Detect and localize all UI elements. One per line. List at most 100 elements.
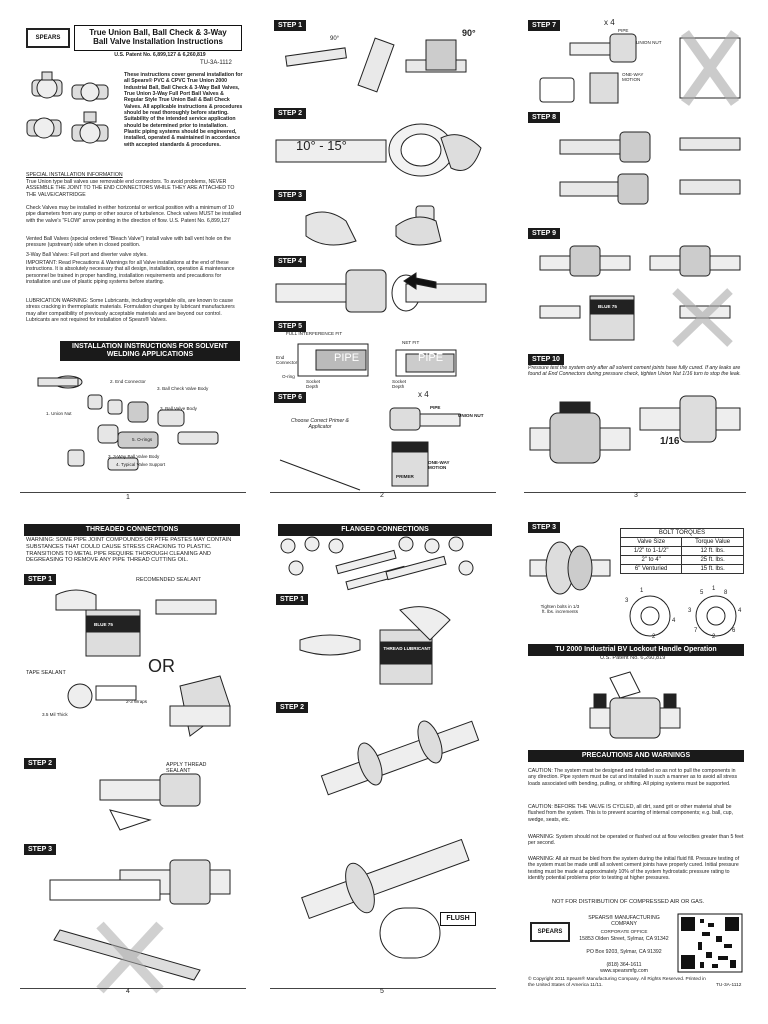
page-number-5: 5 [380, 988, 384, 995]
p2-pipe-a: PIPE [334, 352, 360, 364]
footer-code: TU-3A-1112 [716, 983, 742, 988]
p4-apply-sealant: APPLY THREAD SEALANT [166, 762, 207, 774]
p2-end-connector-label: End Connector [276, 355, 298, 365]
p2-step1: STEP 1 [274, 20, 306, 31]
special-heading: SPECIAL INSTALLATION INFORMATION [26, 172, 123, 178]
p4-mil-thick: 3.5 Mil Thick [42, 712, 68, 717]
lockout-bar: TU 2000 Industrial BV Lockout Handle Ope… [528, 644, 744, 657]
p2-net-fit: NET FIT [402, 340, 420, 345]
not-for-air: NOT FOR DISTRIBUTION OF COMPRESSED AIR O… [552, 899, 705, 905]
page-number-2: 2 [380, 492, 384, 499]
p3-step10: STEP 10 [528, 354, 564, 365]
p2-socket-depth-b: Socket Depth [392, 379, 407, 389]
bolt-pattern-8 [695, 595, 737, 637]
address-2: PO Box 9203, Sylmar, CA 91392 [586, 949, 662, 955]
p2-full-fit: FULL INTERFERENCE FIT [286, 331, 343, 336]
p4-blue75-can: BLUE 75 [94, 622, 113, 627]
footer-logo: SPEARS [530, 922, 570, 942]
special-p6: LUBRICATION WARNING: Some Lubricants, in… [26, 298, 235, 324]
p4-tape-sealant: TAPE SEALANT [26, 670, 66, 676]
p4-step2: STEP 2 [24, 758, 56, 769]
copyright: © Copyright 2011 Spears® Manufacturing C… [528, 977, 706, 988]
page-number-1: 1 [126, 494, 130, 501]
bolt-head-size: Valve Size [619, 537, 683, 547]
patent-number: U.S. Patent No. 6,899,127 & 6,260,819 [114, 52, 206, 58]
p3-step10-illustration [529, 395, 741, 464]
p2-step5-fit-diagram [297, 343, 457, 377]
p5-step1-illustration [299, 606, 451, 685]
p3-x4: x 4 [604, 18, 615, 27]
p5-hardware-illustration [280, 536, 474, 591]
p5-thread-lubricant: THREAD LUBRICANT [383, 646, 431, 651]
p2-step6: STEP 6 [274, 392, 306, 403]
website: www.spearsmfg.com [600, 968, 648, 974]
p3-step7-illustration [539, 30, 741, 106]
exploded-valve-diagram [37, 375, 219, 471]
p2-step1-illustration [285, 37, 467, 93]
p3-step8-illustration [559, 131, 741, 205]
title-line-2: Ball Valve Installation Instructions [93, 37, 223, 46]
p4-step2-illustration [99, 773, 201, 831]
p4-or: OR [148, 656, 175, 676]
table-row: 2" to 4" 25 ft. lbs. [619, 555, 744, 565]
p3-step9-illustration [539, 245, 741, 347]
bolt-size: 6" Venturied [619, 564, 683, 574]
lockout-patent: U.S. Patent No. 6,260,819 [600, 655, 666, 661]
bolt-b-3: 3 [688, 608, 692, 614]
p4-wraps: 2-3 Wraps [126, 699, 148, 704]
footer-brand-text: SPEARS [537, 929, 563, 935]
page1-divider [20, 492, 246, 493]
address-1: 15853 Olden Street, Sylmar, CA 91342 [579, 936, 669, 942]
bolt-a-3: 3 [625, 598, 629, 604]
p2-bevel-angle: 10° - 15° [296, 138, 347, 153]
bolt-head-torque: Torque Value [681, 537, 744, 547]
p2-step3: STEP 3 [274, 190, 306, 201]
bolt-torque: 15 ft. lbs. [681, 564, 744, 574]
p2-socket-depth-a: Socket Depth [306, 379, 321, 389]
p2-choose-primer: Choose Correct Primer & Applicator [291, 418, 349, 431]
p2-step5: STEP 5 [274, 321, 306, 332]
spears-logo: SPEARS [26, 28, 70, 48]
warning-1: WARNING: System should not be operated o… [528, 834, 744, 847]
brand-text: SPEARS [35, 35, 61, 41]
page-number-4: 4 [126, 988, 130, 995]
bolt-table-title: BOLT TORQUES [620, 528, 744, 538]
p4-warning: WARNING: SOME PIPE JOINT COMPOUNDS OR PT… [26, 537, 232, 564]
title-banner: True Union Ball, Ball Check & 3-Way Ball… [74, 25, 242, 51]
p6-flange-illustration [529, 541, 611, 595]
doc-code: TU-3A-1112 [200, 60, 232, 66]
flanged-bar: FLANGED CONNECTIONS [278, 524, 492, 537]
page-number-3: 3 [634, 492, 638, 499]
solvent-bar: INSTALLATION INSTRUCTIONS FOR SOLVENT WE… [60, 341, 240, 362]
title-line-1: True Union Ball, Ball Check & 3-Way [89, 28, 227, 37]
bolt-a-2: 2 [652, 634, 656, 640]
phone: (818) 364-1611 [606, 962, 642, 968]
page4-divider [20, 988, 246, 989]
bolt-torque-table: BOLT TORQUES Valve Size Torque Value 1/2… [619, 528, 744, 574]
qr-code [677, 913, 743, 973]
p2-oring-label: O-ring [282, 374, 295, 379]
bolt-torque: 25 ft. lbs. [681, 555, 744, 565]
valves-illustration [26, 71, 109, 144]
p3-step9: STEP 9 [528, 228, 560, 239]
page5-divider [270, 988, 496, 989]
p2-step6-illustration [279, 407, 461, 491]
precautions-bar: PRECAUTIONS AND WARNINGS [528, 750, 744, 763]
threaded-bar: THREADED CONNECTIONS [24, 524, 240, 537]
bolt-b-7: 7 [694, 628, 698, 634]
intro-text: These instructions cover general install… [124, 72, 243, 148]
bolt-b-2: 2 [712, 634, 716, 640]
p2-step4: STEP 4 [274, 256, 306, 267]
page2-divider [270, 492, 496, 493]
bolt-b-4: 4 [738, 608, 742, 614]
part-ball-valve-body: 3. Ball Valve Body [160, 406, 197, 411]
p2-union-nut-label: UNION NUT [458, 413, 484, 418]
p6-tighten-note: Tighten bolts in 1/3 ft. lbs. increments [540, 604, 580, 614]
p2-pipe-b: PIPE [418, 352, 444, 364]
p3-sixteenth: 1/16 [660, 436, 680, 447]
p3-union-nut-label: UNION NUT [636, 40, 662, 45]
table-row: 6" Venturied 15 ft. lbs. [619, 564, 744, 574]
table-row: 1/2" to 1-1/2" 12 ft. lbs. [619, 546, 744, 556]
part-union-nut: 1. Union Nut [46, 411, 72, 416]
p6-step3: STEP 3 [528, 522, 560, 533]
